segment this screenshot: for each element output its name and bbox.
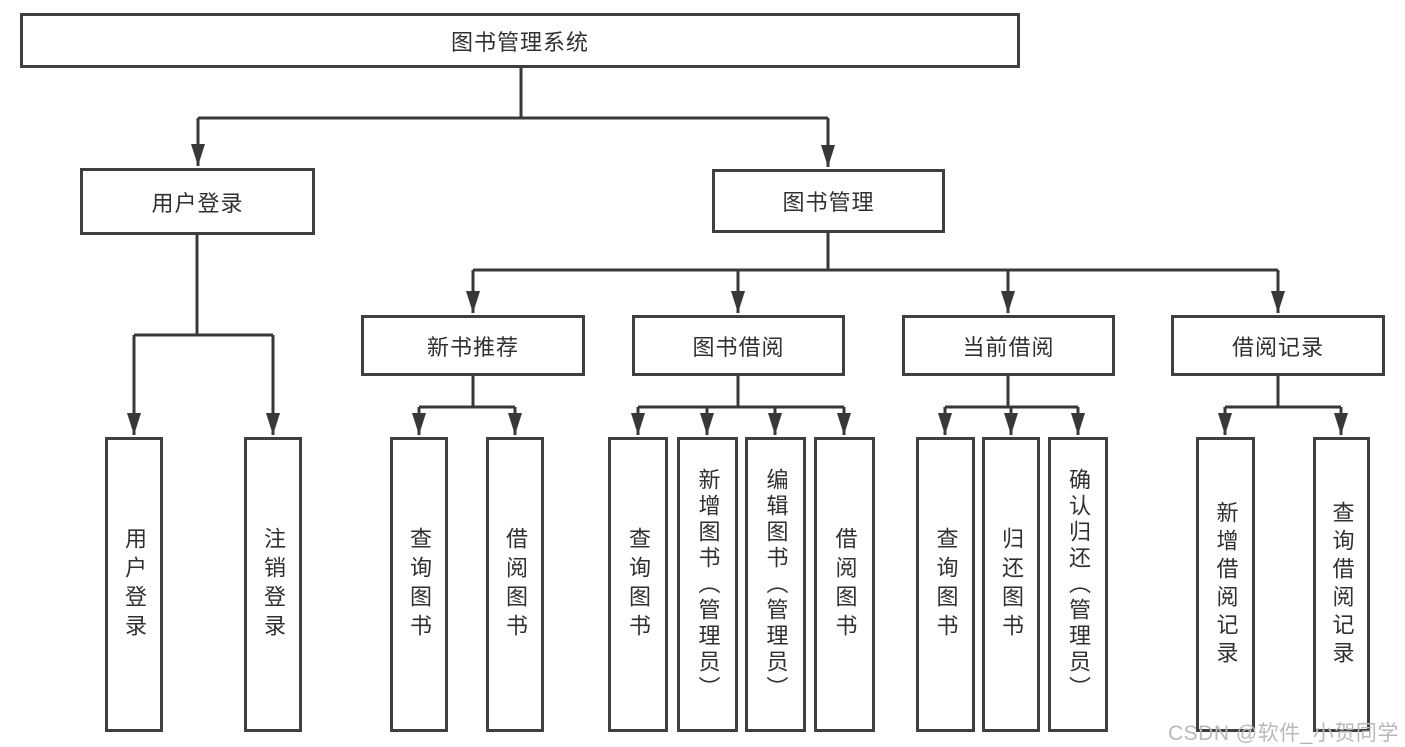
leaf-current-confirm-return-admin: 确认归还（管理员） — [1048, 437, 1108, 732]
node-user-login: 用户登录 — [80, 168, 315, 235]
leaf-borrow-query-books: 查询图书 — [608, 437, 668, 732]
leaf-recommend-query-books: 查询图书 — [390, 437, 448, 732]
node-current-borrow: 当前借阅 — [902, 315, 1115, 376]
leaf-borrow-edit-books-admin: 编辑图书（管理员） — [745, 437, 806, 732]
leaf-borrow-borrow-books: 借阅图书 — [814, 437, 875, 732]
node-book-management: 图书管理 — [712, 169, 945, 233]
leaf-current-return-books: 归还图书 — [982, 437, 1040, 732]
leaf-logout: 注销登录 — [244, 437, 302, 732]
leaf-current-query-books: 查询图书 — [916, 437, 975, 732]
node-book-borrow: 图书借阅 — [632, 315, 845, 376]
leaf-records-add-record: 新增借阅记录 — [1196, 437, 1255, 732]
watermark: CSDN @软件_小贺同学 — [1168, 722, 1399, 745]
leaf-recommend-borrow-books: 借阅图书 — [486, 437, 544, 732]
leaf-borrow-add-books-admin: 新增图书（管理员） — [677, 437, 738, 732]
node-root: 图书管理系统 — [20, 13, 1020, 68]
leaf-records-query-record: 查询借阅记录 — [1313, 437, 1370, 732]
node-borrow-records: 借阅记录 — [1171, 315, 1385, 376]
node-new-book-recommend: 新书推荐 — [361, 315, 585, 376]
leaf-user-login: 用户登录 — [105, 437, 163, 732]
